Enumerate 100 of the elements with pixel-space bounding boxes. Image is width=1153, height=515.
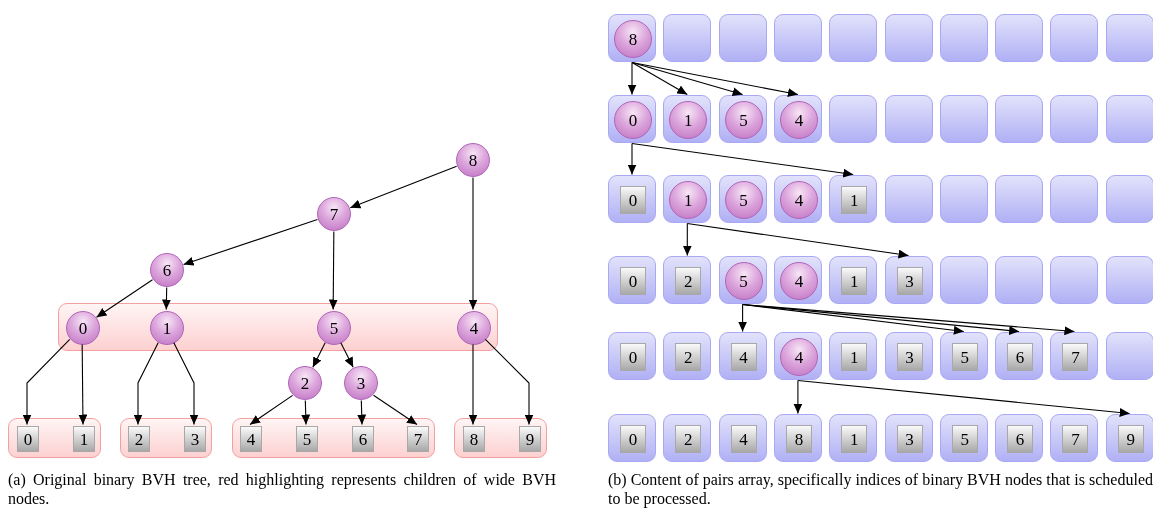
arrow	[22, 338, 71, 426]
array-slot	[608, 95, 656, 143]
arrow	[631, 61, 688, 96]
array-slot	[1105, 414, 1153, 462]
tree-node-circle: 8	[456, 143, 490, 177]
arrow	[631, 61, 799, 97]
leaf-node-square: 1	[841, 425, 868, 453]
array-slot	[939, 175, 988, 223]
array-slot	[608, 256, 656, 304]
array-slot	[663, 256, 712, 304]
arrow	[372, 394, 418, 426]
highlight-band	[454, 418, 547, 458]
tree-node-circle: 4	[779, 262, 818, 300]
array-slot	[884, 14, 933, 62]
array-slot	[718, 14, 767, 62]
tree-node-circle: 4	[779, 101, 818, 139]
leaf-node-square: 2	[675, 267, 702, 295]
leaf-node-square: 1	[841, 267, 868, 295]
array-slot	[939, 14, 988, 62]
highlight-band	[57, 303, 498, 351]
array-slot	[608, 332, 656, 380]
leaf-node-square: 4	[730, 343, 757, 371]
leaf-node-square: 2	[675, 425, 702, 453]
tree-node-circle: 1	[669, 181, 708, 219]
leaf-node-square: 2	[128, 426, 150, 452]
arrow	[328, 230, 338, 311]
array-slot	[1105, 95, 1153, 143]
array-slot	[884, 414, 933, 462]
arrow	[133, 342, 159, 426]
leaf-node-square: 3	[896, 343, 923, 371]
array-slot	[884, 175, 933, 223]
array-slot	[884, 95, 933, 143]
tree-node-circle: 2	[288, 366, 322, 400]
array-slot	[663, 414, 712, 462]
tree-node-circle: 4	[457, 311, 491, 345]
array-slot	[829, 256, 878, 304]
array-slot	[829, 95, 878, 143]
arrow	[682, 222, 692, 257]
array-slot	[773, 256, 822, 304]
array-slot	[1105, 256, 1153, 304]
array-slot	[884, 332, 933, 380]
array-slot	[995, 414, 1044, 462]
arrow	[742, 303, 1075, 336]
arrow	[249, 394, 294, 426]
array-slot	[829, 175, 878, 223]
leaf-node-square: 7	[1062, 425, 1089, 453]
leaf-node-square: 5	[296, 426, 318, 452]
leaf-node-square: 4	[730, 425, 757, 453]
leaf-node-square: 1	[73, 426, 95, 452]
tree-node-circle: 6	[150, 253, 184, 287]
highlight-band	[232, 418, 435, 458]
leaf-node-square: 7	[407, 426, 429, 452]
tree-node-circle: 8	[614, 20, 652, 58]
array-slot	[995, 332, 1044, 380]
array-slot	[663, 95, 712, 143]
leaf-node-square: 0	[17, 426, 39, 452]
tree-node-circle: 0	[66, 311, 100, 345]
tree-node-circle: 5	[317, 311, 351, 345]
leaf-node-square: 2	[675, 343, 702, 371]
array-slot	[1105, 175, 1153, 223]
tree-node-circle: 1	[669, 101, 708, 139]
array-slot	[995, 14, 1044, 62]
array-slot	[939, 256, 988, 304]
array-slot	[718, 414, 767, 462]
arrow	[686, 222, 910, 259]
array-slot	[829, 332, 878, 380]
array-slot	[718, 256, 767, 304]
arrow	[183, 219, 318, 266]
leaf-node-square: 3	[184, 426, 206, 452]
arrow	[468, 176, 478, 311]
array-slot	[608, 175, 656, 223]
leaf-node-square: 1	[841, 186, 868, 214]
array-slot	[995, 175, 1044, 223]
array-slot	[718, 95, 767, 143]
array-slot	[773, 95, 822, 143]
array-slot	[995, 256, 1044, 304]
array-slot	[663, 175, 712, 223]
array-slot	[829, 14, 878, 62]
tree-node-circle: 0	[614, 101, 652, 139]
array-slot	[773, 175, 822, 223]
array-slot	[1050, 256, 1099, 304]
leaf-node-square: 6	[352, 426, 374, 452]
array-slot	[608, 14, 656, 62]
arrow	[738, 303, 748, 333]
leaf-node-square: 3	[896, 267, 923, 295]
tree-node-circle: 5	[724, 101, 763, 139]
arrow	[301, 399, 311, 426]
tree-node-circle: 4	[779, 338, 818, 376]
tree-node-circle: 3	[344, 366, 378, 400]
arrow	[340, 342, 354, 368]
array-slot	[1050, 414, 1099, 462]
tree-node-circle: 5	[724, 181, 763, 219]
tree-node-circle: 5	[724, 262, 763, 300]
leaf-node-square: 3	[896, 425, 923, 453]
array-slot	[773, 414, 822, 462]
array-slot	[939, 414, 988, 462]
array-slot	[829, 414, 878, 462]
leaf-node-square: 6	[1007, 425, 1034, 453]
array-slot	[1105, 14, 1153, 62]
leaf-node-square: 0	[620, 186, 646, 214]
